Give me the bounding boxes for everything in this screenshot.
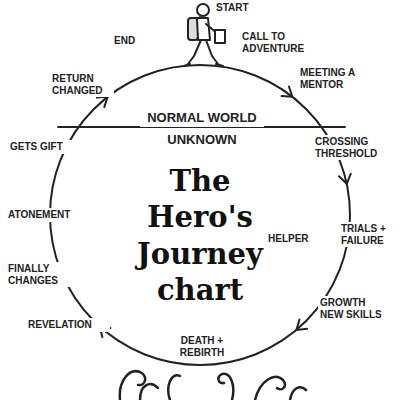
stage-label: CALL TO ADVENTURE xyxy=(240,30,314,55)
stage-label: GETS GIFT xyxy=(8,140,82,154)
arrowhead xyxy=(97,97,108,107)
stage-label: HELPER xyxy=(266,232,320,246)
stage-label: END xyxy=(112,34,150,48)
arrowhead xyxy=(296,320,307,330)
arrowhead xyxy=(339,174,351,184)
arrowhead xyxy=(282,87,293,97)
stage-label: NORMAL WORLD xyxy=(140,110,264,127)
tentacles xyxy=(120,371,306,400)
stage-label: DEATH + REBIRTH xyxy=(172,334,232,359)
stage-label: ATONEMENT xyxy=(6,208,90,222)
chart-title: The Hero's Journey chart xyxy=(115,163,285,308)
stage-label: GROWTH NEW SKILLS xyxy=(318,296,384,321)
stage-label: START xyxy=(214,1,268,15)
arrowheads xyxy=(97,87,351,337)
stage-label: UNKNOWN xyxy=(150,132,254,149)
stage-label: MEETING A MENTOR xyxy=(298,66,364,91)
stage-label: FINALLY CHANGES xyxy=(6,262,74,287)
stage-label: RETURN CHANGED xyxy=(50,72,114,97)
stage-label: TRIALS + FAILURE xyxy=(339,222,397,247)
stage-label: REVELATION xyxy=(26,318,110,332)
stage-label: CROSSING THRESHOLD xyxy=(313,135,397,160)
